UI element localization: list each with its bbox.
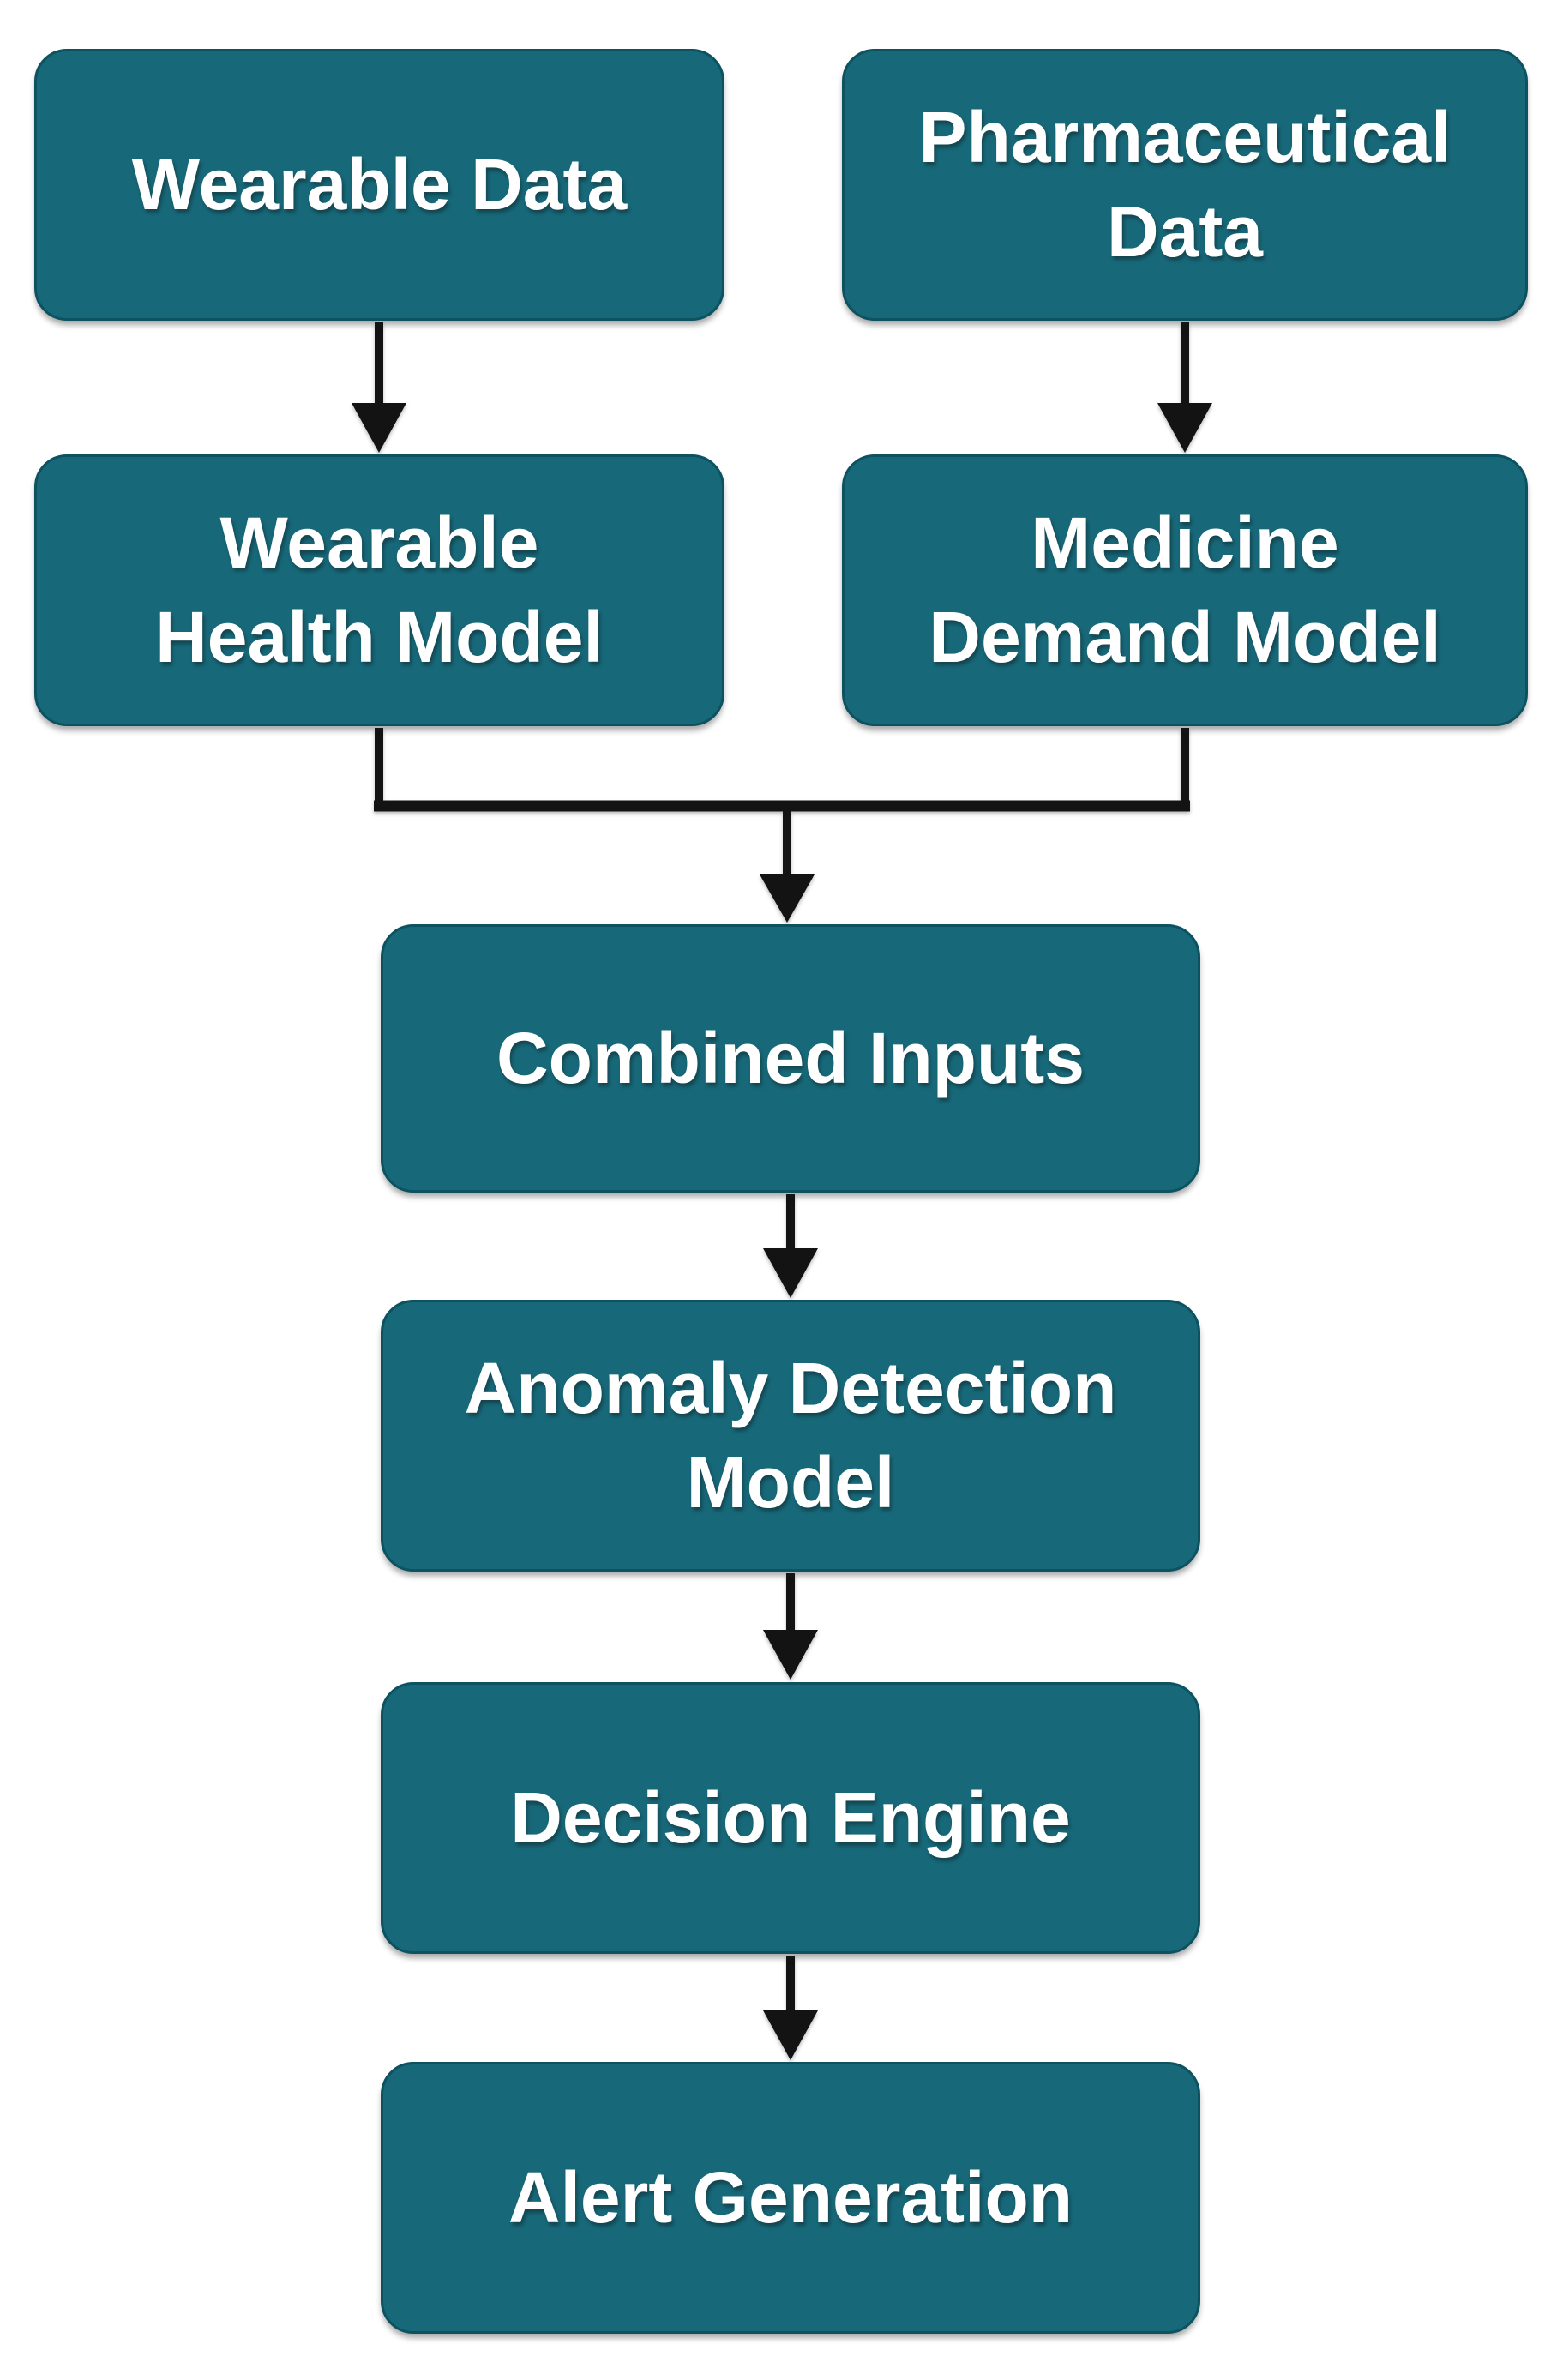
node-pharmaceutical-data: Pharmaceutical Data xyxy=(842,49,1528,321)
arrow-combined-inputs-to-anomaly-detection-model xyxy=(763,1194,818,1298)
arrow-pharmaceutical-data-to-medicine-demand-model xyxy=(1157,322,1212,453)
node-wearable-data-label: Wearable Data xyxy=(131,143,628,225)
arrowhead-icon xyxy=(763,2010,818,2060)
arrow-decision-engine-to-alert-generation xyxy=(763,1956,818,2060)
arrow-anomaly-detection-model-to-decision-engine xyxy=(763,1573,818,1680)
node-wearable-data: Wearable Data xyxy=(34,49,724,321)
merge-connector-models-to-combined-inputs xyxy=(374,728,1190,923)
arrowhead-icon xyxy=(763,1248,818,1298)
arrowhead-icon xyxy=(763,1630,818,1680)
node-anomaly-detection-model-label: Anomaly Detection Model xyxy=(464,1348,1117,1523)
node-wearable-health-model: Wearable Health Model xyxy=(34,454,724,726)
arrowhead-icon xyxy=(352,403,406,453)
node-medicine-demand-model-label: Medicine Demand Model xyxy=(929,502,1441,677)
node-medicine-demand-model: Medicine Demand Model xyxy=(842,454,1528,726)
arrowhead-icon xyxy=(1157,403,1212,453)
node-combined-inputs-label: Combined Inputs xyxy=(496,1017,1085,1098)
arrowhead-icon xyxy=(760,874,815,923)
node-anomaly-detection-model: Anomaly Detection Model xyxy=(381,1300,1200,1572)
arrow-wearable-data-to-wearable-health-model xyxy=(352,322,406,453)
node-combined-inputs: Combined Inputs xyxy=(381,924,1200,1193)
node-decision-engine-label: Decision Engine xyxy=(510,1776,1071,1858)
node-decision-engine: Decision Engine xyxy=(381,1682,1200,1954)
node-pharmaceutical-data-label: Pharmaceutical Data xyxy=(918,97,1452,272)
node-alert-generation: Alert Generation xyxy=(381,2062,1200,2334)
node-alert-generation-label: Alert Generation xyxy=(508,2156,1073,2238)
node-wearable-health-model-label: Wearable Health Model xyxy=(155,502,604,677)
